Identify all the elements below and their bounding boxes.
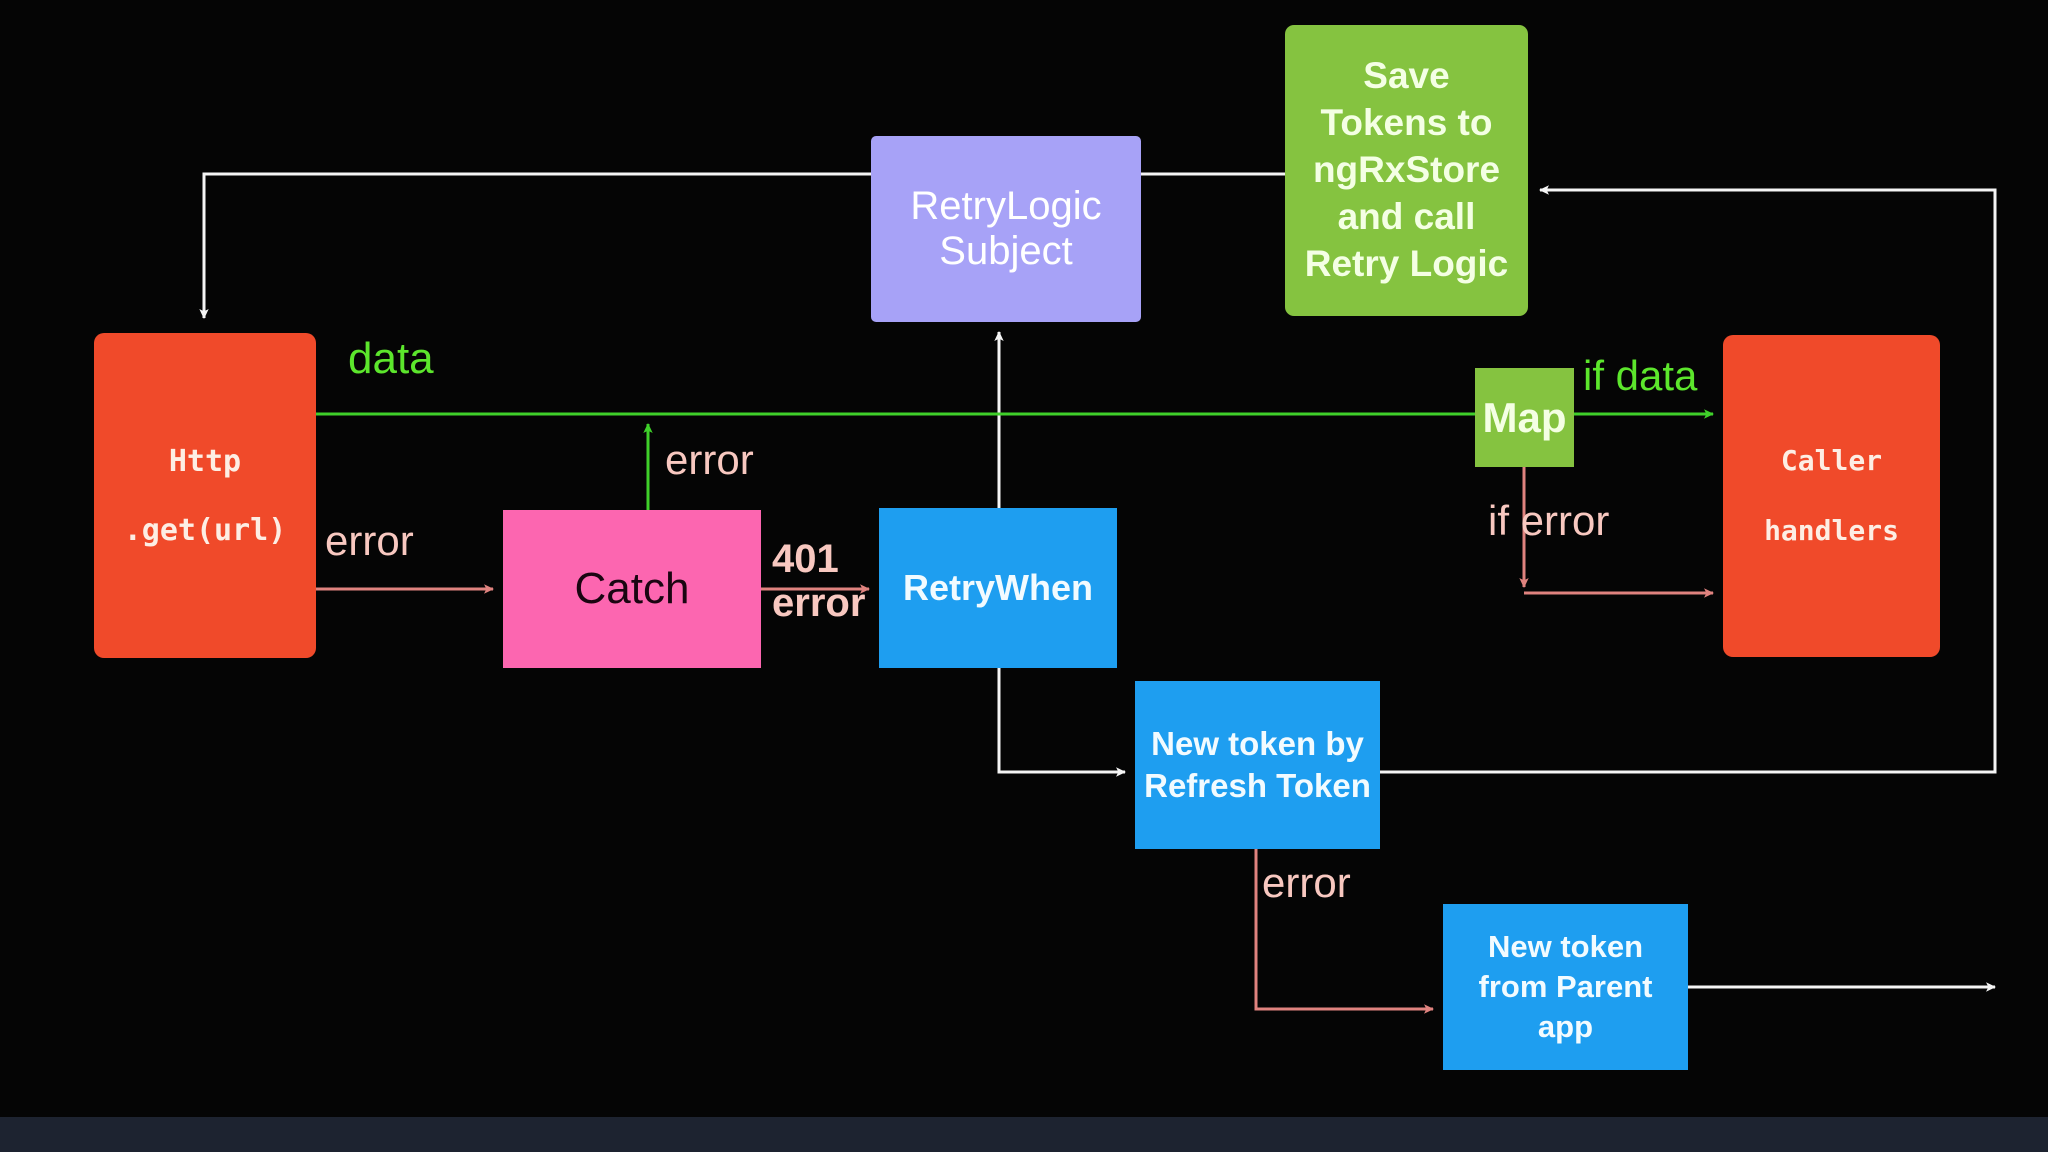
node-catch[interactable]: Catch <box>503 510 761 668</box>
node-catch-label: Catch <box>574 564 690 614</box>
node-new-token-parent-app[interactable]: New token from Parent app <box>1443 904 1688 1070</box>
edge-label-error-catch-stream: error <box>665 436 754 483</box>
node-new-token-refresh[interactable]: New token by Refresh Token <box>1135 681 1380 849</box>
edge-label-if-error: if error <box>1488 497 1610 544</box>
node-save-tokens[interactable]: Save Tokens to ngRxStore and call Retry … <box>1285 25 1528 316</box>
node-map-label: Map <box>1482 393 1567 441</box>
node-http-get-label: Http .get(url) <box>123 443 287 548</box>
node-retrywhen-label: RetryWhen <box>902 566 1094 608</box>
node-caller-handlers-label: Caller handlers <box>1764 444 1899 547</box>
node-retrylogic-subject-label: RetryLogic Subject <box>910 184 1102 273</box>
edge-label-401-error: 401 error <box>772 537 866 625</box>
node-new-token-parent-app-label: New token from Parent app <box>1478 929 1653 1044</box>
edge-label-if-data: if data <box>1583 352 1698 399</box>
edge-retrylogic-to-http <box>199 172 871 319</box>
edge-label-data: data <box>348 334 434 383</box>
node-caller-handlers[interactable]: Caller handlers <box>1723 335 1940 657</box>
node-retrylogic-subject[interactable]: RetryLogic Subject <box>871 136 1141 322</box>
node-new-token-refresh-label: New token by Refresh Token <box>1144 724 1371 804</box>
edge-refresh-to-parent <box>1254 849 1434 1014</box>
node-http-get[interactable]: Http .get(url) <box>94 333 316 658</box>
edge-refresh-to-savetokens <box>1380 185 1997 774</box>
node-map[interactable]: Map <box>1475 368 1574 467</box>
node-retrywhen[interactable]: RetryWhen <box>879 508 1117 668</box>
edge-retrywhen-to-refresh <box>997 668 1126 777</box>
edge-label-error-http-catch: error <box>325 517 414 564</box>
edge-label-error-refresh-parent: error <box>1262 859 1351 906</box>
bottom-bar <box>0 1117 2048 1152</box>
node-save-tokens-label: Save Tokens to ngRxStore and call Retry … <box>1304 55 1509 284</box>
